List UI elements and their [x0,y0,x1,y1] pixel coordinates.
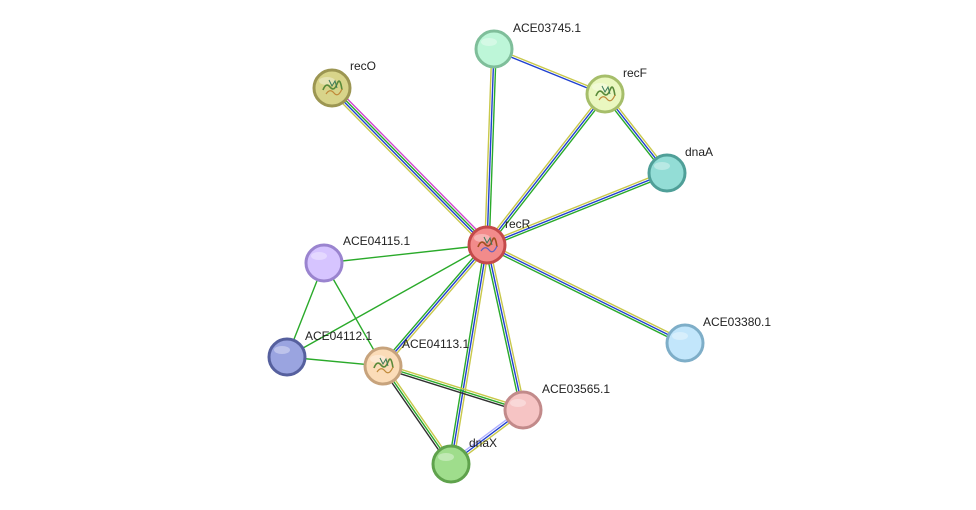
edge-evidence-line [323,262,384,367]
node-shine [672,332,688,340]
edge-evidence-line [486,244,524,411]
edge-evidence-line [450,244,488,465]
edge-evidence-line [329,89,486,248]
edge-recR-recF[interactable] [484,92,608,247]
edge-evidence-line [382,365,524,411]
node-shine [474,234,490,242]
node-label: ACE03380.1 [703,315,771,329]
node-circle[interactable] [431,444,471,484]
edge-evidence-line [484,245,522,411]
node-shine [319,77,335,85]
edge-evidence-line [485,170,667,244]
edge-recR-dnaX[interactable] [448,244,490,465]
node-label: recF [623,66,647,80]
node-shine [481,38,497,46]
recF-protein-structure-icon [595,85,616,102]
edge-evidence-line [486,244,686,344]
edge-ACE04113.1-ACE03565.1[interactable] [382,363,524,413]
node-shine [438,453,454,461]
node-recR[interactable]: recR [467,217,531,265]
recO-protein-structure-icon [322,79,343,96]
node-label: ACE03745.1 [513,21,581,35]
node-label: ACE04113.1 [402,337,469,351]
node-recO[interactable]: recO [312,59,376,108]
edge-recR-ACE03380.1[interactable] [485,242,687,346]
edge-evidence-line [382,367,523,413]
edge-evidence-line [448,244,486,464]
edge-ACE04115.1-ACE04113.1[interactable] [323,262,384,367]
edge-evidence-line [488,49,497,246]
edge-evidence-line [382,365,452,465]
edge-evidence-line [488,244,526,410]
edge-evidence-line [487,242,687,342]
node-label: ACE04115.1 [343,234,410,248]
node-label: dnaA [685,145,713,159]
nodes-layer: recR recO ACE03745.1 recF dnaA ACE04115.1ACE0… [267,21,771,484]
ACE04113.1-protein-structure-icon [373,357,394,374]
edge-evidence-line [486,172,668,246]
node-ACE04115.1[interactable]: ACE04115.1 [304,234,410,283]
node-circle[interactable] [647,153,687,193]
node-circle[interactable] [304,243,344,283]
edge-evidence-line [332,86,489,245]
node-label: recO [350,59,376,73]
node-dnaX[interactable]: dnaX [431,436,497,484]
node-shine [370,355,386,363]
node-ACE03380.1[interactable]: ACE03380.1 [665,315,771,363]
edge-evidence-line [486,93,606,246]
node-shine [510,399,526,407]
edge-evidence-line [384,245,490,368]
recR-protein-structure-icon [477,236,498,253]
edge-evidence-line [487,174,669,248]
edge-evidence-line [493,49,605,96]
edge-ACE03745.1-recF[interactable] [493,47,606,96]
edge-evidence-line [382,244,488,367]
edge-evidence-line [286,244,488,358]
node-shine [654,162,670,170]
edge-recR-ACE03565.1[interactable] [484,244,526,411]
node-circle[interactable] [665,323,705,363]
node-ACE04113.1[interactable]: ACE04113.1 [363,337,469,386]
edge-recR-ACE04115.1[interactable] [323,244,488,264]
node-label: dnaX [469,436,497,450]
node-ACE04112.1[interactable]: ACE04112.1 [267,329,372,377]
edge-evidence-line [333,85,490,244]
edge-evidence-line [486,48,495,246]
edge-evidence-line [383,363,524,409]
edge-evidence-line [384,364,454,464]
edge-evidence-line [380,243,486,366]
node-label: recR [505,217,531,231]
edges-layer [286,47,687,467]
edge-evidence-line [484,48,493,245]
node-shine [592,83,608,91]
edge-evidence-line [484,92,604,245]
edge-evidence-line [323,244,488,264]
node-ACE03745.1[interactable]: ACE03745.1 [474,21,581,69]
edge-evidence-line [485,246,685,346]
edge-recR-ACE04113.1[interactable] [380,243,490,368]
node-label: ACE03565.1 [542,382,610,396]
node-circle[interactable] [267,337,307,377]
node-shine [274,346,290,354]
edge-recR-recO[interactable] [329,85,490,248]
edge-evidence-line [452,245,490,465]
node-label: ACE04112.1 [305,329,372,343]
node-recF[interactable]: recF [585,66,647,114]
node-ACE03565.1[interactable]: ACE03565.1 [503,382,610,430]
edge-evidence-line [380,366,450,466]
node-circle[interactable] [474,29,514,69]
edge-recR-ACE03745.1[interactable] [484,48,497,246]
edge-ACE04113.1-dnaX[interactable] [380,364,454,466]
edge-recR-ACE04112.1[interactable] [286,244,488,358]
node-shine [311,252,327,260]
edge-evidence-line [488,94,608,247]
edge-recR-dnaA[interactable] [485,170,669,248]
edge-evidence-line [494,47,606,94]
node-dnaA[interactable]: dnaA [647,145,713,193]
edge-evidence-line [330,88,487,247]
node-circle[interactable] [503,390,543,430]
